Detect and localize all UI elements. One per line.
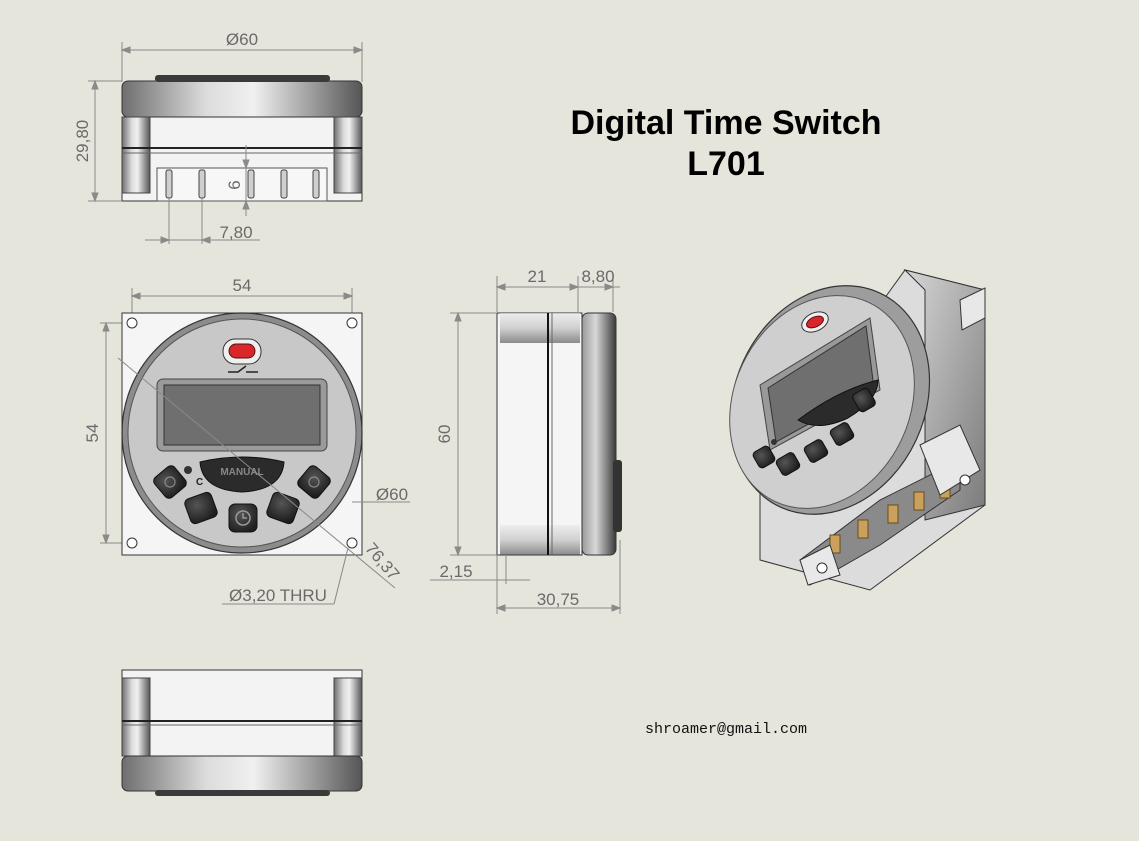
drawing-title: Digital Time Switch [570, 104, 881, 142]
dim-side-cap: 8,80 [581, 267, 614, 286]
dim-side-total: 30,75 [537, 590, 580, 609]
dim-side-height: 60 [435, 425, 454, 444]
mount-hole-icon [126, 317, 358, 549]
c-label: C [196, 477, 203, 488]
top-diameter-dim [120, 42, 364, 82]
adv-button[interactable] [265, 491, 300, 525]
author-email: shroamer@gmail.com [645, 721, 807, 738]
manual-button[interactable] [199, 456, 285, 493]
drawing-subtitle: L701 [687, 145, 765, 183]
clock-icon [235, 510, 251, 526]
reset-button[interactable] [184, 466, 192, 474]
prog-button[interactable] [183, 491, 218, 525]
dim-side-body: 21 [528, 267, 547, 286]
relay-symbol-icon [228, 365, 258, 373]
dim-front-width: 54 [233, 276, 252, 295]
manual-button-label: MANUAL [220, 467, 263, 478]
side-view: 21 8,80 60 2,15 30,75 [430, 267, 622, 614]
dim-top-height: 29,80 [73, 120, 92, 163]
bottom-view [121, 669, 363, 796]
mode-button[interactable] [296, 464, 333, 501]
power-button[interactable] [152, 464, 189, 501]
dim-side-offset: 2,15 [439, 562, 472, 581]
indicator-light-icon [228, 343, 256, 359]
dim-front-diameter: Ø60 [376, 485, 408, 504]
dim-terminal-pitch: 7,80 [219, 223, 252, 242]
top-view: Ø60 29,80 6 [73, 30, 364, 244]
isometric-view [729, 269, 986, 591]
dim-mount-hole: Ø3,20 THRU [229, 586, 327, 605]
dim-top-diameter: Ø60 [226, 30, 258, 49]
dim-terminal-depth: 6 [225, 180, 244, 189]
dim-front-height: 54 [83, 424, 102, 443]
front-view: 54 54 MANUAL C [83, 276, 410, 605]
